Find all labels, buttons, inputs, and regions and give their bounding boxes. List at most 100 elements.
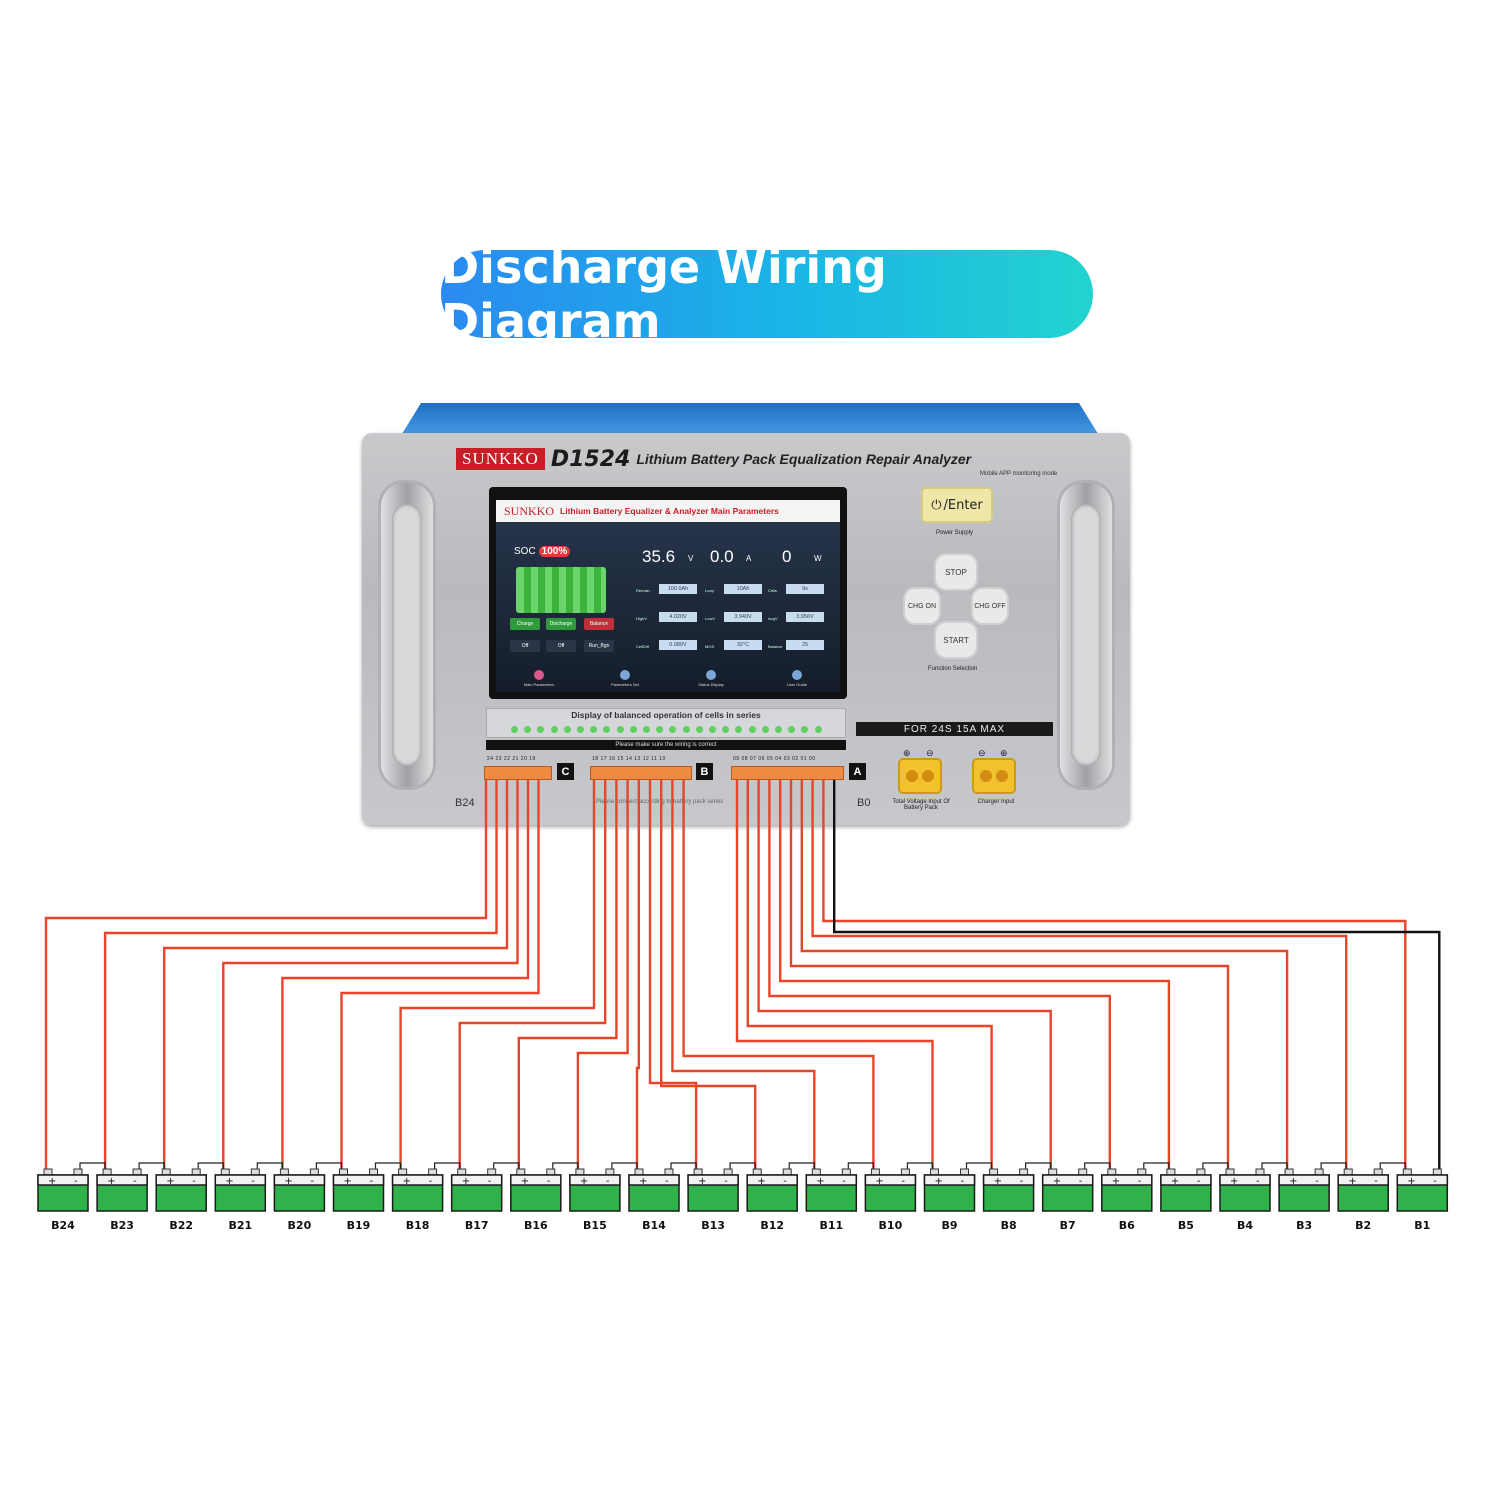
minus-sign: - <box>606 1176 610 1187</box>
balance-led <box>656 726 664 733</box>
balance-led <box>682 726 690 733</box>
series-link <box>1202 1162 1229 1171</box>
brand-logo: SUNKKO <box>456 448 545 470</box>
balance-led <box>801 726 809 733</box>
balance-led <box>629 726 637 733</box>
stop-button[interactable]: STOP <box>936 555 976 589</box>
left-handle <box>378 480 436 790</box>
battery-cap <box>923 1174 976 1186</box>
battery-cap <box>214 1174 267 1186</box>
battery-cap <box>1396 1174 1449 1186</box>
wire-b19 <box>340 780 540 1169</box>
field-value: 0.080V <box>659 640 697 650</box>
battery-label: B19 <box>347 1219 371 1232</box>
wiring-hint: Please connect according to battery pack… <box>596 799 724 805</box>
connector-a[interactable] <box>731 766 844 780</box>
battery-terminal-positive <box>457 1168 467 1176</box>
tab-status-display[interactable]: Status Display <box>681 670 741 692</box>
charge-mode-button[interactable]: Charge <box>510 618 540 630</box>
field-value: 32°C <box>724 640 762 650</box>
battery-label: B7 <box>1060 1219 1076 1232</box>
balance-led <box>524 726 532 733</box>
total-voltage-label: Total Voltage Input Of Battery Pack <box>892 799 950 811</box>
balance-led <box>563 726 571 733</box>
field-label: Loop <box>705 588 714 593</box>
battery-terminal-negative <box>841 1168 851 1176</box>
screen-brand: SUNKKO <box>504 503 555 518</box>
screen-tabs: Main Parameters Parameters Set Status Di… <box>496 670 840 692</box>
series-link <box>1320 1162 1347 1171</box>
wire-b8 <box>746 780 993 1169</box>
battery-terminal-negative <box>428 1168 438 1176</box>
spec-label: FOR 24S 15A MAX <box>856 722 1053 736</box>
balance-led <box>603 726 611 733</box>
discharge-mode-button[interactable]: Discharge <box>546 618 576 630</box>
series-link <box>847 1162 874 1171</box>
battery-cap <box>1219 1174 1271 1186</box>
minus-sign: - <box>310 1176 314 1187</box>
minus-sign: - <box>370 1176 374 1187</box>
device-subtitle: Mobile APP monitoring mode <box>980 471 1058 477</box>
minus-sign: - <box>547 1176 551 1187</box>
wire-b2 <box>811 780 1348 1169</box>
minus-sign: - <box>724 1176 728 1187</box>
series-link <box>788 1162 815 1171</box>
connector-c[interactable] <box>484 766 552 780</box>
connector-b[interactable] <box>590 766 692 780</box>
balance-led <box>537 726 545 733</box>
field-value: 4.020V <box>659 612 697 622</box>
wire-b6 <box>768 780 1111 1169</box>
total-voltage-input-plug[interactable] <box>898 758 942 794</box>
minus-sign: - <box>488 1176 492 1187</box>
start-button[interactable]: START <box>936 623 976 657</box>
minus-sign: - <box>1315 1176 1319 1187</box>
battery-terminal-positive <box>102 1168 112 1176</box>
battery-terminal-negative <box>1373 1168 1383 1176</box>
plus-sign: + <box>1407 1176 1415 1187</box>
battery-label: B12 <box>760 1219 784 1232</box>
plus-sign: + <box>994 1176 1002 1187</box>
wire-b11 <box>671 780 816 1169</box>
minus-sign: - <box>1433 1176 1437 1187</box>
series-link <box>1379 1162 1406 1171</box>
tab-user-guide[interactable]: User Guide <box>767 670 827 692</box>
chg-off-button[interactable]: CHG OFF <box>973 589 1007 623</box>
battery-label: B9 <box>941 1219 957 1232</box>
product-name: Lithium Battery Pack Equalization Repair… <box>636 451 972 467</box>
battery-terminal-positive <box>989 1168 999 1176</box>
battery-label: B23 <box>110 1219 134 1232</box>
battery-label: B24 <box>51 1219 75 1232</box>
series-link <box>906 1162 934 1171</box>
battery-label: B13 <box>701 1219 725 1232</box>
charger-minus: ⊖ <box>978 748 986 758</box>
wiring-warning: Please make sure the wiring is correct <box>486 740 846 750</box>
right-handle <box>1057 480 1115 790</box>
field-label: Balance <box>768 644 783 649</box>
balance-mode-button[interactable]: Balance <box>584 618 614 630</box>
charger-input-plug[interactable] <box>972 758 1016 794</box>
field-value: 25 <box>786 640 824 650</box>
balance-led-bar: Display of balanced operation of cells i… <box>486 708 846 738</box>
wire-b1 <box>822 780 1407 1169</box>
power-readout: 0 <box>782 547 792 566</box>
minus-sign: - <box>133 1176 137 1187</box>
wire-b17 <box>458 780 607 1169</box>
series-link <box>374 1162 402 1171</box>
tab-parameters-set[interactable]: Parameters Set <box>595 670 655 692</box>
battery-terminal-negative <box>1019 1168 1029 1176</box>
tab-main-parameters[interactable]: Main Parameters <box>509 670 569 692</box>
balance-led <box>735 726 743 733</box>
wire-b10 <box>682 780 875 1169</box>
battery-terminal-positive <box>1048 1168 1058 1176</box>
power-enter-button[interactable]: ⏻/Enter <box>921 487 993 523</box>
chg-on-button[interactable]: CHG ON <box>905 589 939 623</box>
plus-sign: + <box>935 1176 943 1187</box>
plus-sign: + <box>698 1176 706 1187</box>
balance-led <box>577 726 584 733</box>
plus-sign: + <box>1112 1176 1120 1187</box>
battery-terminal-negative <box>782 1168 792 1176</box>
minus-sign: - <box>251 1176 255 1187</box>
plus-sign: + <box>580 1176 588 1187</box>
